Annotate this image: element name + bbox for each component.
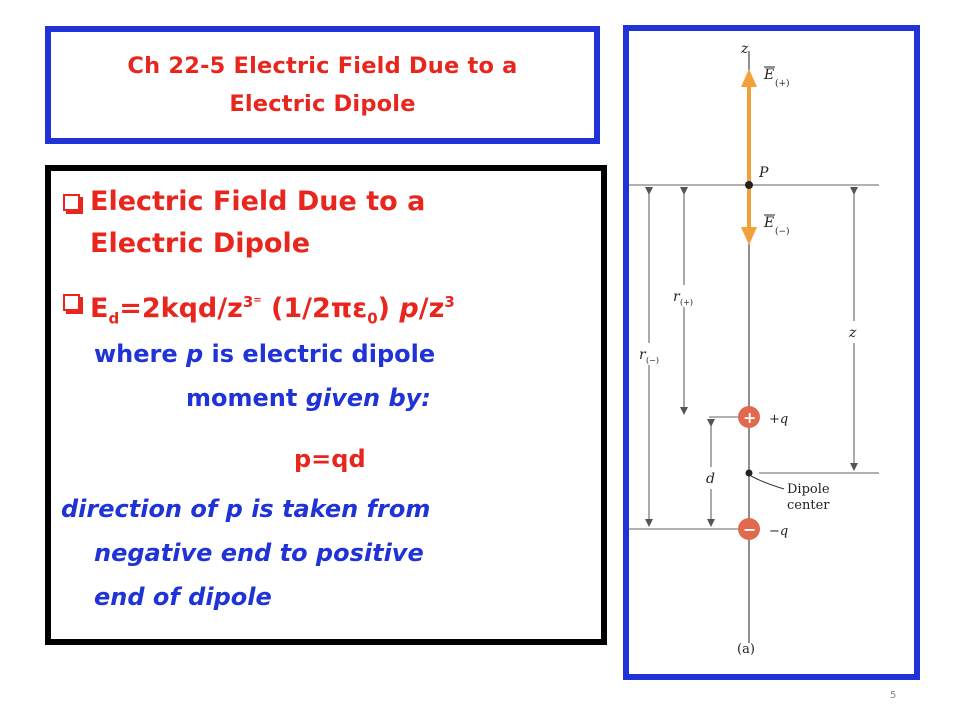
d-label-bg (703, 467, 719, 489)
point-p-dot (745, 181, 753, 189)
negative-charge-icon (738, 518, 760, 540)
square-bullet-icon (63, 194, 80, 211)
eq-pi: π (330, 293, 353, 324)
bullet-item-2: Ed=2kqd/z3= (1/2πε0) p/z3 (63, 281, 455, 338)
z-axis-label: z (740, 41, 749, 57)
dipole-center-line2: center (787, 498, 830, 513)
where-line-2: moment given by: (186, 378, 431, 418)
dipole-center-leader (750, 475, 785, 490)
slide-title: Ch 22-5 Electric Field Due to a Electric… (127, 47, 517, 123)
eq-zero-sub: 0 (367, 309, 378, 328)
eq-exp-2: 3 (444, 293, 455, 311)
eq-part-2: (1/2 (261, 293, 331, 324)
direction-line-2: negative end to positive (94, 539, 424, 567)
content-box: Electric Field Due to a Electric Dipole … (45, 165, 607, 645)
direction-line-3: end of dipole (94, 583, 272, 611)
bullet1-line2: Electric Dipole (90, 228, 311, 259)
e-minus-label: E (763, 215, 774, 231)
positive-charge-icon (738, 406, 760, 428)
r-plus-label-bg (671, 285, 699, 307)
figure-caption: (a) (737, 642, 755, 657)
where-given-by: given by: (305, 384, 431, 412)
eq-part-3: ) (377, 293, 400, 324)
where-moment: moment (186, 384, 306, 412)
eq-part-4: /z (418, 293, 445, 324)
dipole-diagram: z E (+) E (−) P r (−) r (+) z (629, 41, 879, 657)
e-plus-sub: (+) (775, 78, 790, 89)
e-minus-sub: (−) (775, 226, 790, 237)
d-dimension-label: d (706, 471, 715, 487)
diagram-box: z E (+) E (−) P r (−) r (+) z (623, 25, 920, 680)
r-plus-sub: (+) (680, 298, 693, 307)
slide-number: 5 (890, 690, 897, 701)
eq-part-1: =2kqd/z (119, 293, 243, 324)
r-minus-label: r (639, 347, 647, 363)
r-minus-sub: (−) (646, 356, 659, 365)
title-line-1: Ch 22-5 Electric Field Due to a (127, 53, 518, 79)
where-mid: is electric dipole (203, 340, 436, 368)
eq-equals: = (253, 295, 262, 306)
eq-p: p (399, 293, 419, 324)
eq-epsilon: ε (352, 293, 368, 324)
e-plus-label: E (763, 67, 774, 83)
plus-q-label: +q (769, 412, 788, 427)
r-plus-label: r (673, 289, 681, 305)
r-minus-label-bg (637, 343, 663, 365)
where-line-1: where p is electric dipole (94, 334, 435, 374)
dipole-center-dot (745, 469, 753, 477)
e-plus-arrowhead-icon (741, 69, 757, 87)
formula-pqd: p=qd (294, 445, 366, 473)
dipole-center-line1: Dipole (787, 482, 830, 497)
bullet1-line1: Electric Field Due to a (90, 186, 426, 217)
direction-line-1: direction of p is taken from (61, 495, 431, 523)
equation: Ed=2kqd/z3= (1/2πε0) p/z3 (90, 281, 455, 338)
e-minus-arrowhead-icon (741, 227, 757, 245)
where-p: p (186, 340, 204, 368)
where-pre: where (94, 340, 187, 368)
eq-d-sub: d (108, 309, 120, 328)
eq-exp-1: 3 (242, 293, 254, 311)
minus-sign: − (743, 520, 756, 539)
bullet-item-1: Electric Field Due to a Electric Dipole (63, 181, 425, 265)
minus-q-label: −q (769, 524, 788, 539)
square-bullet-icon (63, 294, 80, 311)
title-box: Ch 22-5 Electric Field Due to a Electric… (45, 26, 600, 144)
eq-e: E (90, 293, 109, 324)
z-dim-label-bg (845, 321, 863, 343)
title-line-2: Electric Dipole (229, 91, 416, 117)
z-dimension-label: z (848, 325, 857, 341)
plus-sign: + (743, 408, 756, 427)
point-p-label: P (758, 165, 769, 181)
bullet-text-1: Electric Field Due to a Electric Dipole (90, 181, 425, 265)
